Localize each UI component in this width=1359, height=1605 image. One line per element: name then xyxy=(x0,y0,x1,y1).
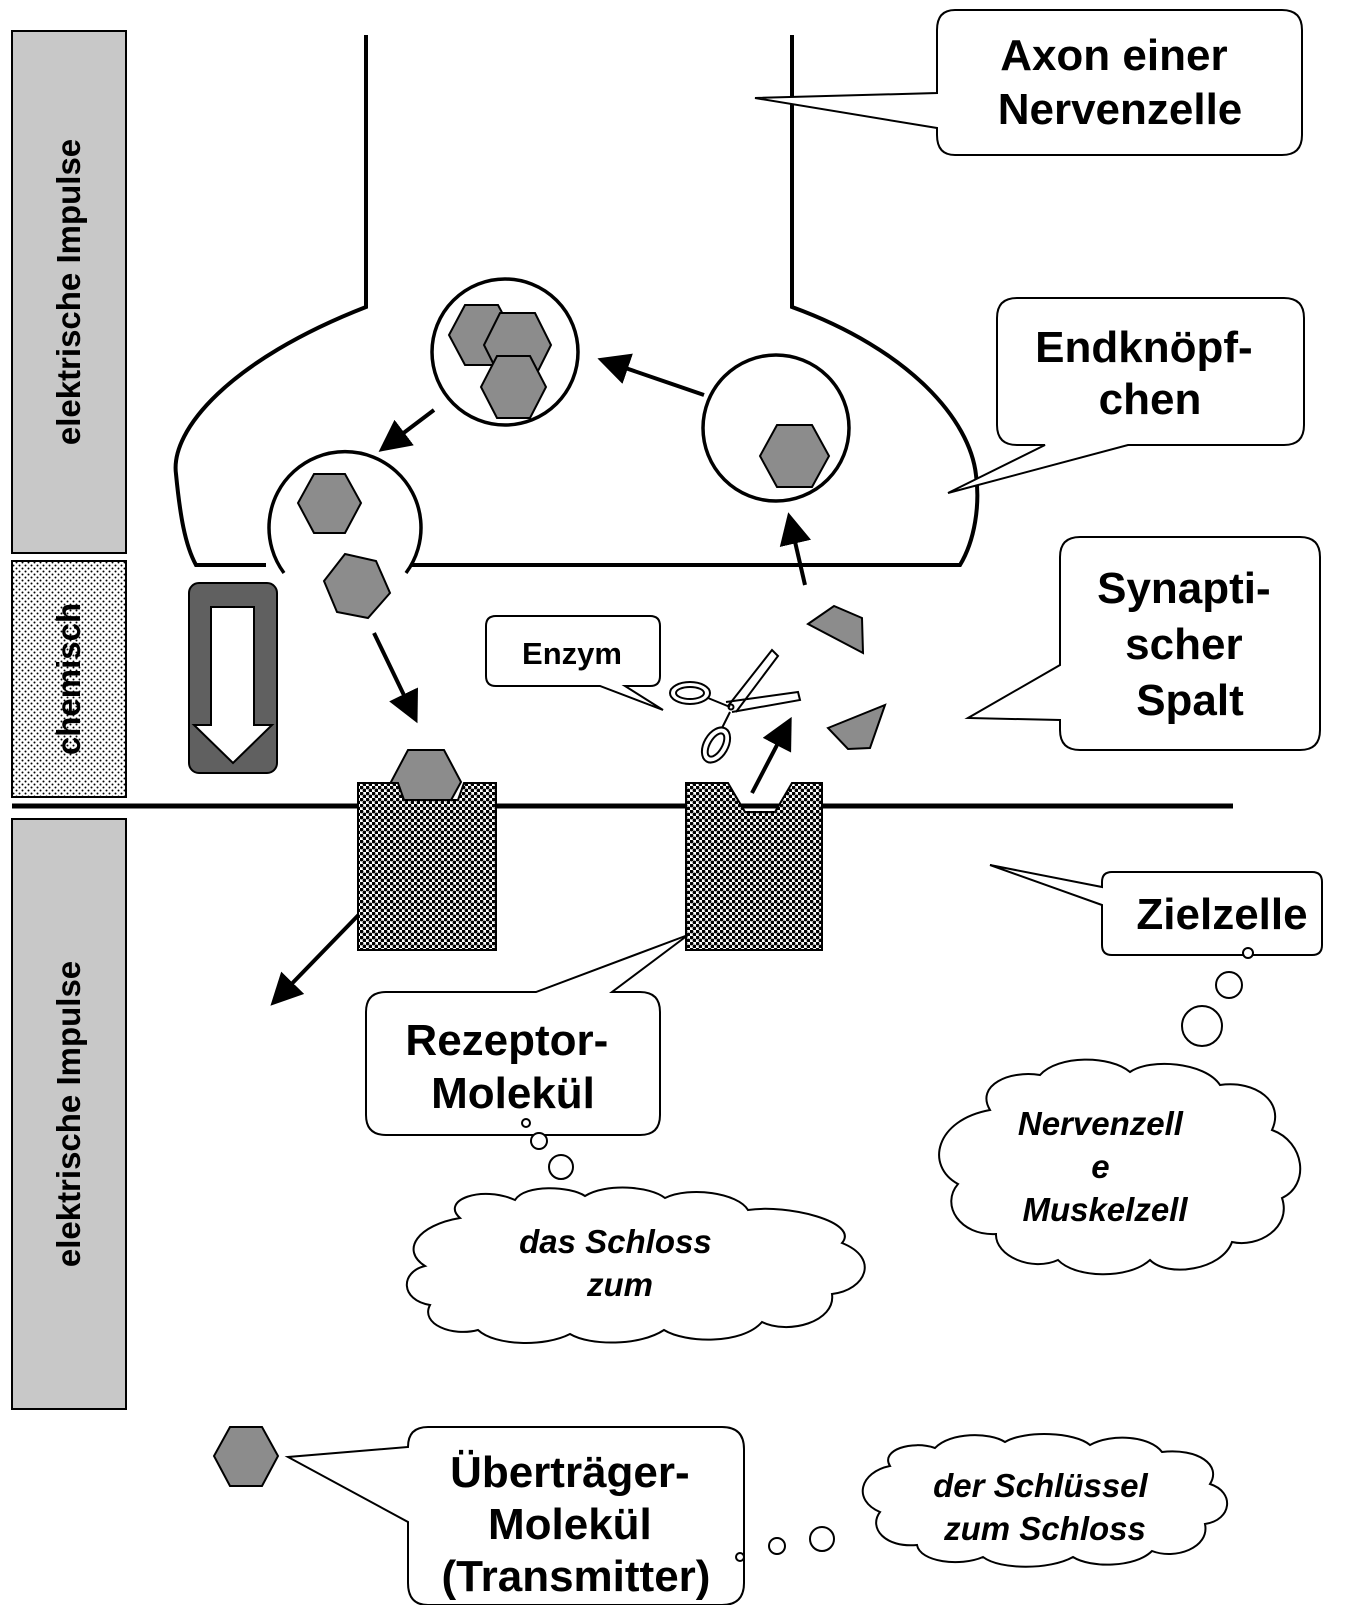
callout-zielzelle xyxy=(989,864,1323,956)
callout-rezeptor-line-2: Molekül xyxy=(431,1069,595,1118)
arrow-refill xyxy=(597,353,705,397)
cloud-transmitter-line-2: zum Schloss xyxy=(943,1510,1146,1547)
process-arrows xyxy=(270,353,811,1006)
callout-spalt xyxy=(964,536,1321,751)
transmitter-fragments xyxy=(806,604,887,751)
callout-transmitter xyxy=(284,1426,745,1605)
cloud-zielzelle xyxy=(938,1058,1302,1276)
side-label-top: elektrische Impulse xyxy=(50,139,87,445)
arrow-reuptake xyxy=(779,512,811,586)
cloud-zielzelle-line-3: Muskelzell xyxy=(1022,1191,1188,1228)
cloud-rezeptor-line-2: zum xyxy=(586,1266,653,1303)
callout-enzym-line-1: Enzym xyxy=(522,636,622,671)
side-label-bottom: elektrische Impulse xyxy=(50,961,87,1267)
cloud-zielzelle-line-2: e xyxy=(1091,1148,1109,1185)
callout-enzym xyxy=(485,615,664,711)
callout-zielzelle-text: Zielzelle xyxy=(1136,890,1307,939)
thought-bubbles-transmitter xyxy=(735,1526,835,1562)
callout-spalt-line-2: scher xyxy=(1125,620,1242,669)
callout-rezeptor xyxy=(365,934,689,1136)
callout-zielzelle-line-1: Zielzelle xyxy=(1136,890,1307,939)
transmitter-molecule xyxy=(322,552,392,620)
receptor-free xyxy=(685,782,823,951)
callout-spalt-line-3: Spalt xyxy=(1136,676,1244,725)
cloud-rezeptor-line-1: das Schloss xyxy=(519,1223,712,1260)
thought-bubbles-rezeptor xyxy=(521,1118,574,1180)
transmitter-molecule xyxy=(758,424,831,488)
arrow-release-from-receptor xyxy=(750,716,792,794)
callout-rezeptor-line-1: Rezeptor- xyxy=(405,1016,608,1065)
callout-endknoepfchen xyxy=(947,297,1305,494)
callout-axon-line-1: Axon einer xyxy=(1000,31,1227,80)
callout-endknoepfchen-line-1: Endknöpf- xyxy=(1035,323,1253,372)
fragment-piece xyxy=(806,604,865,655)
cloud-transmitter-text: der Schlüssel zum Schloss xyxy=(933,1467,1157,1547)
callout-axon-text: Axon einer Nervenzelle xyxy=(998,31,1243,134)
side-band-bottom: elektrische Impulse xyxy=(11,818,127,1410)
arrow-to-release xyxy=(378,408,436,452)
receptor-occupied xyxy=(357,782,497,951)
side-band-middle: chemisch xyxy=(11,560,127,798)
transmitter-molecule xyxy=(479,355,548,419)
transmitter-molecule xyxy=(212,1426,280,1487)
arrow-to-receptor xyxy=(372,632,418,724)
callout-transmitter-line-1: Überträger- xyxy=(450,1448,690,1497)
callout-transmitter-text: Überträger- Molekül (Transmitter) xyxy=(442,1448,711,1601)
callout-transmitter-line-3: (Transmitter) xyxy=(442,1552,711,1601)
callout-transmitter-line-2: Molekül xyxy=(488,1500,652,1549)
cloud-transmitter-line-1: der Schlüssel xyxy=(933,1467,1148,1504)
side-label-middle: chemisch xyxy=(50,603,87,755)
side-band-top: elektrische Impulse xyxy=(11,30,127,554)
cloud-rezeptor-text: das Schloss zum xyxy=(519,1223,721,1303)
axon-terminal-outline xyxy=(173,35,980,567)
transmitter-molecule xyxy=(296,473,363,534)
thought-bubbles-zielzelle xyxy=(1181,947,1254,1047)
callout-rezeptor-text: Rezeptor- Molekül xyxy=(405,1016,620,1118)
callout-enzym-text: Enzym xyxy=(522,636,622,671)
callout-axon xyxy=(754,9,1303,156)
cloud-rezeptor xyxy=(405,1186,866,1344)
cloud-zielzelle-text: Nervenzell e Muskelzell xyxy=(1018,1105,1192,1228)
callout-axon-line-2: Nervenzelle xyxy=(998,85,1243,134)
callout-endknoepfchen-line-2: chen xyxy=(1099,375,1202,424)
fragment-piece xyxy=(826,703,887,751)
cloud-zielzelle-line-1: Nervenzell xyxy=(1018,1105,1184,1142)
chemical-direction-arrow xyxy=(188,582,278,774)
cloud-transmitter xyxy=(861,1433,1228,1568)
transmitter-molecules xyxy=(212,304,831,1487)
callout-spalt-text: Synapti- scher Spalt xyxy=(1097,564,1283,725)
callout-spalt-line-1: Synapti- xyxy=(1097,564,1271,613)
callout-endknoepfchen-text: Endknöpf- chen xyxy=(1035,323,1265,424)
scissors-icon xyxy=(669,648,802,764)
